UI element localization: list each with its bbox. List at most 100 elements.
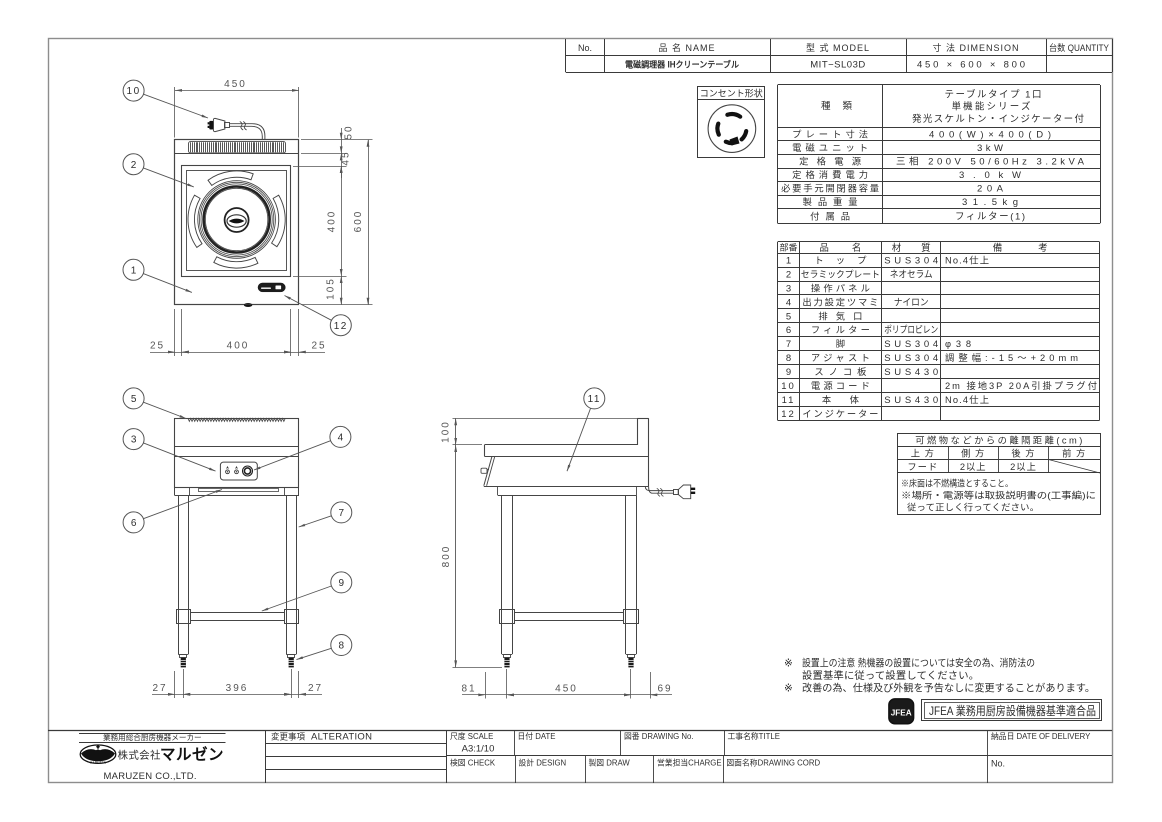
svg-text:5: 5 xyxy=(786,311,791,322)
svg-text:10: 10 xyxy=(781,381,796,392)
svg-text:単機能シリーズ: 単機能シリーズ xyxy=(952,101,1031,113)
svg-text:電源コード: 電源コード xyxy=(811,381,870,391)
svg-text:MARUZEN CO.,LTD.: MARUZEN CO.,LTD. xyxy=(104,771,197,782)
svg-text:50: 50 xyxy=(344,124,355,139)
svg-text:4: 4 xyxy=(786,297,791,308)
svg-text:No.4仕上: No.4仕上 xyxy=(945,394,989,405)
svg-text:フード: フード xyxy=(907,462,938,472)
svg-text:105: 105 xyxy=(326,277,337,300)
svg-text:ネオセラム: ネオセラム xyxy=(890,270,933,281)
svg-text:調整幅:-15〜+20mm: 調整幅:-15〜+20mm xyxy=(945,352,1078,363)
svg-text:変更事項: 変更事項 xyxy=(271,731,306,741)
svg-text:必要手元開閉器容量: 必要手元開閉器容量 xyxy=(781,183,879,194)
svg-text:2: 2 xyxy=(131,160,137,171)
svg-text:JFEA: JFEA xyxy=(891,709,912,718)
svg-text:3: 3 xyxy=(131,435,137,446)
svg-text:ナイロン: ナイロン xyxy=(894,297,929,308)
svg-text:12: 12 xyxy=(334,321,348,332)
svg-text:396: 396 xyxy=(226,683,249,694)
svg-text:2m 接地3P 20A引掛プラグ付: 2m 接地3P 20A引掛プラグ付 xyxy=(945,380,1097,391)
svg-text:3kW: 3kW xyxy=(977,143,1003,154)
svg-text:ポリプロピレン: ポリプロピレン xyxy=(884,325,938,336)
svg-text:型 式 MODEL: 型 式 MODEL xyxy=(806,42,870,53)
svg-text:製図 DRAW: 製図 DRAW xyxy=(589,758,631,768)
svg-text:9: 9 xyxy=(339,578,345,589)
svg-text:5: 5 xyxy=(131,394,137,405)
svg-text:※: ※ xyxy=(784,658,793,670)
svg-text:後 方: 後 方 xyxy=(1011,448,1035,459)
svg-text:MARUZEN: MARUZEN xyxy=(90,761,106,765)
svg-text:出力設定ツマミ: 出力設定ツマミ xyxy=(802,296,878,307)
svg-text:12: 12 xyxy=(781,409,796,420)
svg-text:No.: No. xyxy=(991,759,1005,769)
svg-text:種 類: 種 類 xyxy=(821,101,852,112)
svg-text:No.4仕上: No.4仕上 xyxy=(945,255,989,266)
svg-text:尺度 SCALE: 尺度 SCALE xyxy=(450,731,493,741)
svg-text:側 方: 側 方 xyxy=(961,448,985,459)
svg-text:45: 45 xyxy=(341,150,352,165)
svg-text:2: 2 xyxy=(786,270,791,281)
svg-text:No.: No. xyxy=(578,43,592,53)
svg-text:MIT−SL03D: MIT−SL03D xyxy=(810,60,865,71)
svg-text:2以上: 2以上 xyxy=(960,462,987,472)
svg-text:6: 6 xyxy=(131,518,137,529)
svg-text:A3:1/10: A3:1/10 xyxy=(462,744,495,755)
svg-text:改善の為、仕様及び外観を予告なしに変更することがあります。: 改善の為、仕様及び外観を予告なしに変更することがあります。 xyxy=(802,682,1095,695)
svg-text:図番 DRAWING No.: 図番 DRAWING No. xyxy=(624,731,693,741)
svg-text:マルゼン: マルゼン xyxy=(160,744,224,763)
svg-text:400: 400 xyxy=(327,210,338,233)
svg-text:電磁調理器 IHクリーンテーブル: 電磁調理器 IHクリーンテーブル xyxy=(625,59,739,70)
svg-text:20A: 20A xyxy=(977,184,1004,195)
svg-text:450: 450 xyxy=(555,683,578,694)
svg-text:インジケーター: インジケーター xyxy=(802,409,878,419)
svg-text:コンセント形状: コンセント形状 xyxy=(700,88,763,99)
svg-text:800: 800 xyxy=(441,545,452,568)
svg-text:25: 25 xyxy=(311,341,326,352)
svg-text:81: 81 xyxy=(461,683,476,694)
svg-text:材 質: 材 質 xyxy=(892,242,931,254)
svg-text:400(W)×400(D): 400(W)×400(D) xyxy=(929,129,1051,140)
svg-text:設置上の注意 熱機器の設置については安全の為、消防法の: 設置上の注意 熱機器の設置については安全の為、消防法の xyxy=(802,657,1035,670)
svg-text:4: 4 xyxy=(338,433,344,444)
svg-text:セラミックプレート: セラミックプレート xyxy=(801,270,880,280)
svg-text:1: 1 xyxy=(786,256,791,267)
svg-text:69: 69 xyxy=(657,683,672,694)
svg-text:※場所・電源等は取扱説明書の(工事編)に: ※場所・電源等は取扱説明書の(工事編)に xyxy=(901,490,1096,501)
svg-text:前 方: 前 方 xyxy=(1062,448,1086,459)
svg-text:品 名 NAME: 品 名 NAME xyxy=(658,42,715,53)
svg-text:営業担当CHARGE: 営業担当CHARGE xyxy=(657,758,722,768)
svg-text:φ38: φ38 xyxy=(945,339,971,349)
svg-text:三相 200V 50/60Hz 3.2kVA: 三相 200V 50/60Hz 3.2kVA xyxy=(896,156,1085,168)
svg-text:脚: 脚 xyxy=(836,339,845,349)
svg-text:8: 8 xyxy=(786,353,791,364)
svg-text:フィルター: フィルター xyxy=(811,325,870,335)
svg-text:7: 7 xyxy=(339,508,345,519)
svg-text:排気口: 排気口 xyxy=(818,310,862,321)
svg-text:設計 DESIGN: 設計 DESIGN xyxy=(519,758,567,768)
svg-text:10: 10 xyxy=(127,86,141,97)
svg-text:ALTERATION: ALTERATION xyxy=(311,731,372,742)
svg-text:従って正しく行ってください。: 従って正しく行ってください。 xyxy=(907,502,1039,513)
svg-text:2以上: 2以上 xyxy=(1010,462,1037,472)
svg-text:400: 400 xyxy=(227,341,250,352)
svg-text:備 考: 備 考 xyxy=(993,242,1048,254)
svg-text:部番: 部番 xyxy=(780,243,799,253)
svg-text:11: 11 xyxy=(588,394,601,405)
svg-text:※床面は不燃構造とすること。: ※床面は不燃構造とすること。 xyxy=(901,478,1013,489)
svg-text:操作パネル: 操作パネル xyxy=(811,282,870,293)
svg-text:トップ: トップ xyxy=(814,256,867,266)
svg-text:3: 3 xyxy=(786,283,791,294)
svg-text:工事名称TITLE: 工事名称TITLE xyxy=(728,731,780,741)
svg-text:寸 法 DIMENSION: 寸 法 DIMENSION xyxy=(932,42,1019,53)
svg-text:JFEA 業務用厨房設備機器基準適合品: JFEA 業務用厨房設備機器基準適合品 xyxy=(929,703,1096,718)
svg-text:フィルター(1): フィルター(1) xyxy=(955,211,1025,222)
svg-text:8: 8 xyxy=(339,641,345,652)
svg-text:本 体: 本 体 xyxy=(822,394,860,405)
svg-text:発光スケルトン・インジケーター付: 発光スケルトン・インジケーター付 xyxy=(912,113,1084,125)
svg-text:7: 7 xyxy=(786,339,791,350)
svg-text:※: ※ xyxy=(784,683,793,695)
svg-text:9: 9 xyxy=(786,367,791,378)
svg-text:設置基準に従って設置してください。: 設置基準に従って設置してください。 xyxy=(802,669,979,682)
svg-text:アジャスト: アジャスト xyxy=(811,353,870,363)
svg-text:100: 100 xyxy=(441,420,452,443)
